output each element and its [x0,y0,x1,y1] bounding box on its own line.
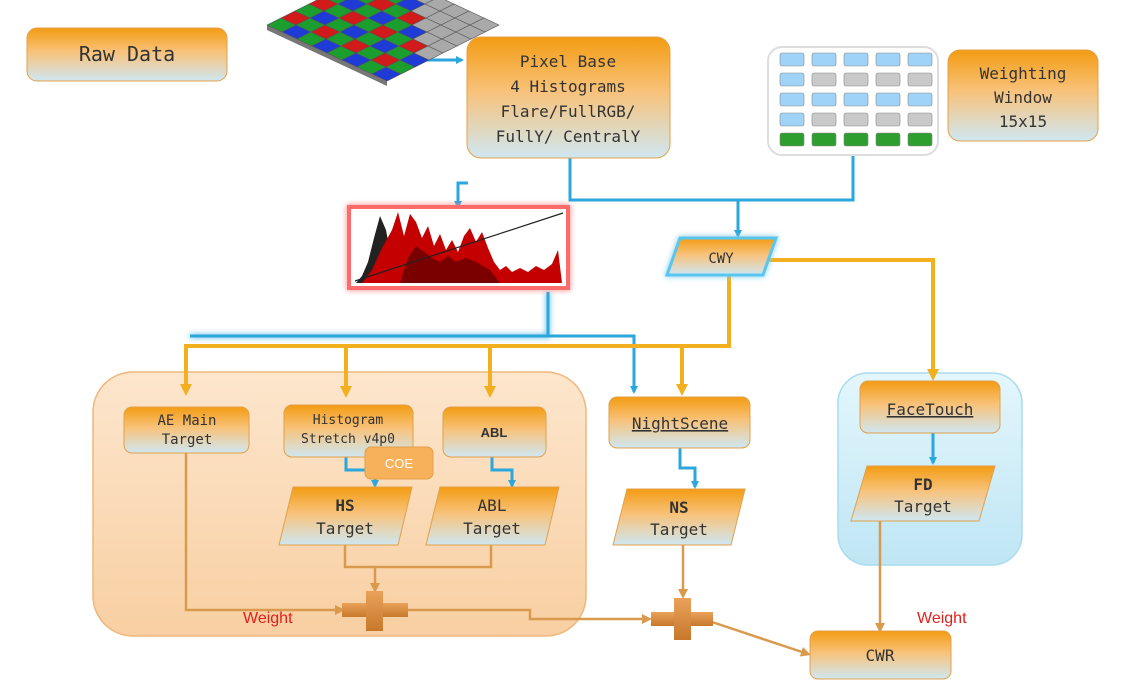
weight-cell [907,112,933,127]
weighting-line-3: 15x15 [999,112,1047,131]
weight-cell [779,132,805,147]
fd-target-line-2: Target [894,497,952,516]
bayer-cell [415,0,434,5]
bayer-cell [469,17,500,33]
weight-cell [779,92,805,107]
bayer-cell [357,0,376,5]
weight-cell [875,92,901,107]
coe-label: COE [385,456,414,471]
weighting-line-2: Window [994,88,1052,107]
cwr-label: CWR [866,646,895,665]
weight-cell [779,72,805,87]
weight-cell [811,72,837,87]
blue-to-nightscene [548,334,638,394]
weight-cell [843,132,869,147]
hs-target-line-2: Target [316,519,374,538]
weight-cell [907,132,933,147]
abl-target-node: ABL Target [425,486,560,546]
weight-cell [811,112,837,127]
weight-cell [779,112,805,127]
fd-target-node: FD Target [850,465,996,522]
histogram-stretch-line-2: Stretch v4p0 [301,432,395,447]
cwy-label: CWY [708,251,734,267]
bayer-cell [386,0,405,5]
pixel-base-line-1: Pixel Base [520,52,616,71]
night-scene-label: NightScene [632,414,728,433]
adder-to-adder2 [408,608,652,624]
hs-target-line-1: HS [335,496,354,515]
night-to-ns-arrow [678,448,699,489]
hs-target-node: HS Target [278,486,413,546]
bayer-edge [267,25,387,86]
ae-main-target-box: AE Main Target [123,406,250,454]
cwy-to-targets-line [180,275,731,396]
weight-cell [811,52,837,67]
coe-box: COE [364,446,434,480]
histogram-stretch-box: Histogram Stretch v4p0 [283,404,414,458]
cwy-node: CWY [664,236,779,277]
weight-cell [907,72,933,87]
weight-cell [779,52,805,67]
weight-cell [811,92,837,107]
histogram-stretch-line-1: Histogram [313,413,384,428]
histogram-to-targets-line [190,292,550,338]
weight-cell [907,52,933,67]
ae-to-adder [184,452,345,615]
ns-target-node: NS Target [612,488,746,546]
weighting-window-box: Weighting Window 15x15 [947,49,1099,142]
weighting-line-1: Weighting [980,64,1067,83]
night-scene-box: NightScene [608,396,751,449]
ns-target-line-2: Target [650,520,708,539]
abl-target-line-1: ABL [478,496,507,515]
ns-target-line-1: NS [669,498,688,517]
plus-combiner-icon [651,598,713,640]
plus-combiner-icon [342,591,408,631]
weight-cell [875,72,901,87]
ae-main-line-2: Target [162,432,213,448]
weight-cell [875,52,901,67]
weight-cell [811,132,837,147]
weight-cell [843,52,869,67]
hs-to-adder [343,545,380,593]
window-to-cwy-arrow [738,155,855,202]
face-touch-label: FaceTouch [887,400,974,419]
abl-target-line-2: Target [463,519,521,538]
weight-cell [843,112,869,127]
adder2-to-cwr [711,620,811,657]
raw-data-label: Raw Data [79,42,175,66]
bayer-cell [328,0,347,5]
ae-main-line-1: AE Main [157,413,216,429]
weight-label-left: Weight [243,610,293,627]
fd-target-line-1: FD [913,475,932,494]
raw-data-box: Raw Data [26,27,228,82]
pixel-base-line-4: FullY/ CentralY [496,127,641,146]
weight-label-right: Weight [917,610,967,627]
weight-cell [907,92,933,107]
face-touch-box: FaceTouch [859,380,1001,434]
abl-label: ABL [481,425,508,440]
weight-cell [843,92,869,107]
pixel-to-histogram-arrow [454,181,468,209]
weight-cell [843,72,869,87]
weighting-grid-icon [767,46,939,156]
cwr-box: CWR [809,630,952,680]
weight-cell [875,112,901,127]
cwy-to-facetouch-line [766,258,939,381]
pixel-to-cwy-arrow [568,158,742,238]
pixel-base-line-2: 4 Histograms [510,77,626,96]
abl-to-adder [375,545,493,569]
pixel-base-box: Pixel Base 4 Histograms Flare/FullRGB/ F… [466,36,671,159]
histogram-chart-icon [347,205,570,290]
pixel-base-line-3: Flare/FullRGB/ [501,102,636,121]
abl-box: ABL [442,406,547,458]
abl-to-abltarget-arrow [490,457,516,488]
bayer-pattern-icon [266,0,500,86]
weight-cell [875,132,901,147]
